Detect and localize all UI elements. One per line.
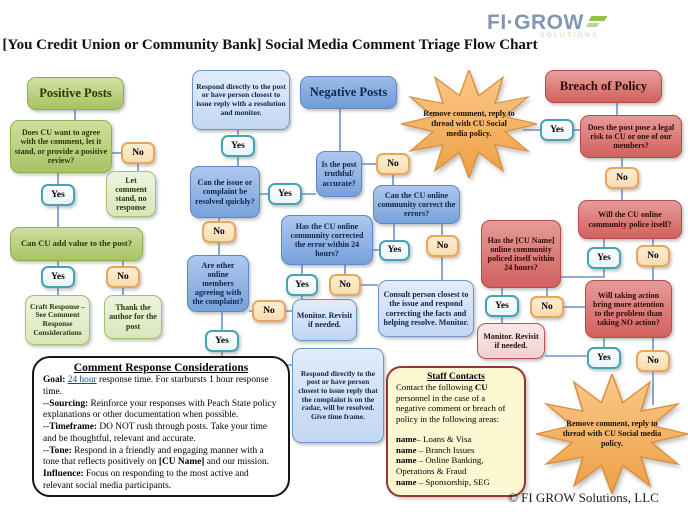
monitor-revisit-blue: Monitor. Revisit if needed. xyxy=(292,299,357,341)
police-itself-yes: Yes xyxy=(587,247,621,269)
negative-posts-header: Negative Posts xyxy=(300,76,397,109)
staff-contacts-body: Contact the following CU personnel in th… xyxy=(396,382,516,487)
members-agreeing-no: No xyxy=(252,300,286,322)
truthful-yes: Yes xyxy=(268,183,302,205)
connector-line xyxy=(561,269,605,278)
policed-24h-yes: Yes xyxy=(485,295,519,317)
community-correct-no: No xyxy=(426,235,459,257)
considerations-body: Goal: 24 hour response time. For starbur… xyxy=(43,375,279,493)
members-agreeing-yes: Yes xyxy=(205,330,239,352)
cu-agree-yes: Yes xyxy=(41,184,75,206)
resolved-quickly-question: Can the issue or complaint be resolved q… xyxy=(190,166,260,218)
craft-response-outcome: Craft Response – See Comment Response Co… xyxy=(25,295,90,345)
add-value-yes: Yes xyxy=(41,266,75,288)
text-line: name – Sponsorship, SEG xyxy=(396,476,490,487)
taking-action-yes: Yes xyxy=(587,347,621,369)
corrected-24h-no: No xyxy=(329,274,361,296)
staff-contacts-title: Staff Contacts xyxy=(427,372,485,382)
legal-risk-question: Does the post pose a legal risk to CU or… xyxy=(580,115,682,158)
add-value-question: Can CU add value to the post? xyxy=(10,227,143,261)
resolved-quickly-yes: Yes xyxy=(221,135,255,157)
police-itself-question: Will the CU online community police itse… xyxy=(578,200,682,239)
policed-24h-question: Has the [CU Name] online community polic… xyxy=(481,220,561,288)
monitor-revisit-pink: Monitor. Revisit if needed. xyxy=(477,323,545,359)
community-correct-question: Can the CU online community correct the … xyxy=(373,185,460,224)
figrow-logo: FI·GROW SOLUTIONS xyxy=(487,11,608,39)
text-line: Goal: 24 hour response time. For starbur… xyxy=(43,375,269,397)
considerations-title: Comment Response Considerations xyxy=(73,362,249,374)
taking-action-no: No xyxy=(636,350,670,372)
truthful-question: Is the post truthful/ accurate? xyxy=(316,151,362,197)
respond-radar-outcome: Respond directly to the post or have per… xyxy=(292,348,384,443)
cu-agree-no: No xyxy=(121,142,155,164)
page-title: [You Credit Union or Community Bank] Soc… xyxy=(2,37,538,53)
breach-of-policy-header: Breach of Policy xyxy=(545,70,662,103)
cu-agree-question: Does CU want to agree with the comment, … xyxy=(10,120,112,173)
community-correct-yes: Yes xyxy=(379,240,410,261)
text-line: Contact the following CU personnel in th… xyxy=(396,382,506,425)
resolved-quickly-no: No xyxy=(202,221,236,243)
remove-comment-starburst-top: Remove comment, reply to thread with CU … xyxy=(401,70,537,178)
corrected-24h-question: Has the CU online community corrected th… xyxy=(281,215,373,265)
legal-risk-yes: Yes xyxy=(540,119,574,141)
legal-risk-no: No xyxy=(605,167,639,189)
text-line: name – Online Banking, Operations & Frau… xyxy=(396,455,484,477)
text-line: name – Branch Issues xyxy=(396,444,475,455)
members-agreeing-question: Are other online members agreeing with t… xyxy=(187,255,249,312)
remove-comment-starburst-bottom: Remove comment, reply to thread with CU … xyxy=(536,374,688,494)
truthful-no: No xyxy=(376,153,410,175)
copyright-text: © FI GROW Solutions, LLC xyxy=(508,490,659,505)
text-line: --Sourcing: Reinforce your responses wit… xyxy=(43,398,277,421)
text-line: --Timeframe: DO NOT rush through posts. … xyxy=(43,422,268,444)
figrow-solutions-text: SOLUTIONS xyxy=(539,32,599,39)
respond-resolution-outcome: Respond directly to the post or have per… xyxy=(192,70,290,130)
consult-person-outcome: Consult person closest to the issue and … xyxy=(378,280,474,337)
figrow-flag-icon xyxy=(585,15,608,30)
comment-response-considerations-box: Comment Response Considerations Goal: 24… xyxy=(32,356,290,497)
policed-24h-no: No xyxy=(530,296,564,318)
staff-contacts-box: Staff Contacts Contact the following CU … xyxy=(386,366,526,497)
figrow-logo-text: FI·GROW xyxy=(487,11,584,34)
thank-author-outcome: Thank the author for the post xyxy=(104,295,162,339)
taking-action-question: Will taking action bring more attention … xyxy=(585,280,672,338)
text-line: Influence: Focus on responding to the mo… xyxy=(43,469,249,491)
text-line: name– Loans & Visa xyxy=(396,433,472,444)
police-itself-no: No xyxy=(636,245,670,267)
add-value-no: No xyxy=(106,266,140,288)
text-line: --Tone: Respond in a friendly and engagi… xyxy=(43,445,270,468)
positive-posts-header: Positive Posts xyxy=(27,77,124,110)
let-comment-stand-outcome: Let comment stand, no response xyxy=(106,171,156,217)
corrected-24h-yes: Yes xyxy=(286,274,318,296)
